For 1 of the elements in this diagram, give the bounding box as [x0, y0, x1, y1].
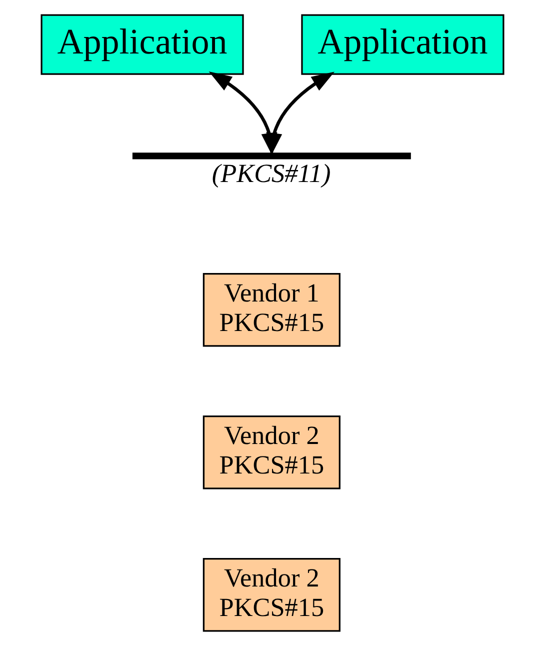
node-label: (PKCS#11)	[211, 158, 330, 188]
